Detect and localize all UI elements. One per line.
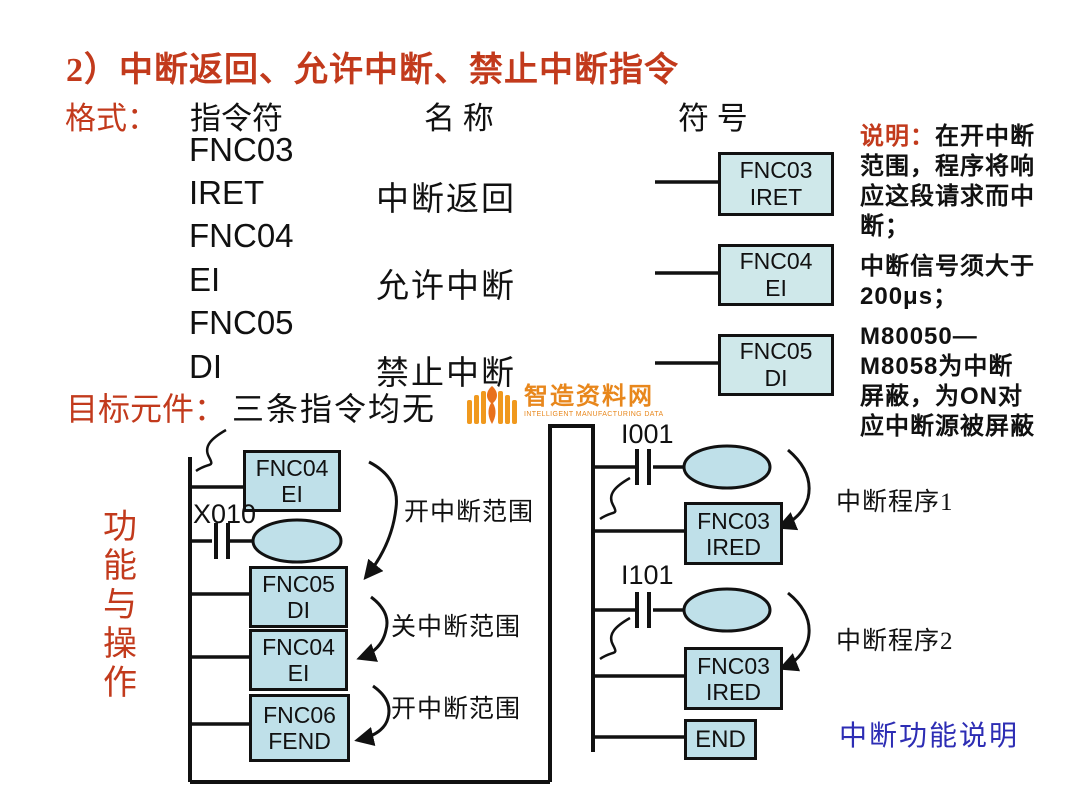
instruction-name-di: 禁止中断 [376, 356, 516, 392]
target-value: 三条指令均无 [232, 391, 437, 427]
symbol-box-iret-line1: FNC03 [739, 157, 813, 183]
watermark-subtitle: INTELLIGENT MANUFACTURING DATA [524, 411, 664, 418]
watermark: 智造资料网 INTELLIGENT MANUFACTURING DATA [466, 384, 664, 429]
return-connector [548, 424, 595, 782]
break-squiggle-left [195, 428, 227, 473]
left-rail-and-bus [188, 424, 595, 784]
section-label-function-operation: 功能与操作 [103, 509, 137, 702]
target-label: 目标元件： [66, 391, 227, 427]
contact-i101 [635, 592, 651, 628]
ladder-box-fend: FNC06 FEND [249, 694, 350, 762]
arrow-program-1 [776, 448, 811, 531]
symbol-box-iret-line2: IRET [749, 184, 803, 210]
ladder-box-ired-2-line2: IRED [706, 678, 761, 705]
notes-paragraph-3: M80050—M8058为中断屏蔽，为ON对应中断源被屏蔽 [860, 323, 1035, 440]
ladder-box-ired-1: FNC03 IRED [684, 502, 783, 565]
column-header-code: 指令符 [190, 101, 283, 136]
column-header-symbol: 符 号 [678, 101, 748, 136]
instruction-code-fnc03: FNC03 [189, 131, 294, 168]
ladder-box-ei-top-line2: EI [281, 481, 303, 507]
bracket-open-range-1 [363, 460, 398, 581]
symbol-box-stubs [655, 180, 718, 365]
instruction-name-iret: 中断返回 [376, 182, 516, 218]
instruction-name-ei: 允许中断 [376, 269, 516, 305]
ladder-box-ei-mid-line2: EI [287, 660, 310, 686]
watermark-logo-icon [467, 386, 517, 424]
right-row-wires [593, 465, 684, 739]
ladder-box-di: FNC05 DI [249, 566, 348, 628]
ladder-box-fend-line2: FEND [268, 728, 331, 754]
symbol-box-ei: FNC04 EI [718, 244, 834, 306]
interrupt-program-arrows [776, 448, 811, 672]
interrupt-function-caption: 中断功能说明 [839, 721, 1020, 752]
bracket-open-range-2 [354, 684, 391, 746]
ladder-box-ired-1-line1: FNC03 [697, 507, 770, 534]
contact-label-i101: I101 [621, 560, 674, 590]
bracket-close-range [356, 595, 389, 662]
ladder-box-di-line1: FNC05 [262, 571, 335, 597]
notes-column: 说明：在开中断范围，程序将响应这段请求而中断； 中断信号须大于200μs； M8… [860, 122, 1038, 452]
format-label: 格式： [65, 101, 158, 136]
arrow-program-2 [778, 591, 811, 672]
notes-paragraph-2: 中断信号须大于200μs； [860, 253, 1035, 310]
instruction-mnemonic-ei: EI [189, 261, 221, 298]
symbol-box-ei-line1: FNC04 [739, 248, 813, 274]
notes-label: 说明： [860, 123, 935, 150]
interrupt-program-label-1: 中断程序1 [836, 489, 954, 516]
ladder-box-ired-2-line1: FNC03 [697, 652, 770, 679]
break-squiggle-right-1 [599, 476, 631, 521]
range-label-open-2: 开中断范围 [391, 696, 522, 723]
contact-label-i001: I001 [621, 419, 674, 449]
instruction-mnemonic-di: DI [189, 348, 222, 385]
ladder-box-end: END [684, 719, 757, 760]
coil-ellipse-right-1 [682, 444, 772, 490]
symbol-box-di-line2: DI [764, 365, 788, 391]
instruction-mnemonic-iret: IRET [189, 174, 265, 211]
coil-ellipse-left [251, 518, 343, 564]
ladder-box-ei-mid: FNC04 EI [249, 629, 348, 691]
watermark-text: 智造资料网 INTELLIGENT MANUFACTURING DATA [524, 384, 664, 419]
notes-text-1: 在开中断范围，程序将响应这段请求而中断； [860, 123, 1035, 240]
contact-x010 [214, 523, 230, 559]
ladder-box-ei-mid-line1: FNC04 [262, 634, 335, 660]
ladder-box-di-line2: DI [287, 597, 310, 623]
symbol-box-di-line1: FNC05 [739, 338, 813, 364]
ladder-box-fend-line1: FNC06 [263, 702, 336, 728]
symbol-box-ei-line2: EI [765, 275, 787, 301]
column-header-name: 名 称 [424, 101, 494, 136]
left-row-wires [190, 485, 253, 726]
ladder-box-ired-2: FNC03 IRED [684, 647, 783, 710]
interrupt-program-label-2: 中断程序2 [836, 628, 954, 655]
range-bracket-arrows [354, 460, 398, 746]
instruction-code-fnc05: FNC05 [189, 304, 294, 341]
ladder-box-ei-top: FNC04 EI [243, 450, 341, 512]
range-label-close: 关中断范围 [391, 614, 522, 641]
contact-i001 [635, 449, 651, 485]
range-label-open-1: 开中断范围 [404, 499, 535, 526]
watermark-name: 智造资料网 [524, 383, 654, 410]
instruction-code-fnc04: FNC04 [189, 217, 294, 254]
symbol-box-di: FNC05 DI [718, 334, 834, 396]
slide-title: 2）中断返回、允许中断、禁止中断指令 [66, 52, 679, 89]
notes-paragraph-1: 说明：在开中断范围，程序将响应这段请求而中断； [860, 122, 1038, 242]
ladder-box-ei-top-line1: FNC04 [255, 455, 329, 481]
ladder-box-ired-1-line2: IRED [706, 533, 761, 560]
contact-label-x010: X010 [193, 499, 257, 529]
coil-ellipse-right-2 [682, 587, 772, 633]
break-squiggle-right-2 [599, 616, 631, 661]
symbol-box-iret: FNC03 IRET [718, 152, 834, 216]
ladder-box-end-label: END [695, 725, 746, 753]
